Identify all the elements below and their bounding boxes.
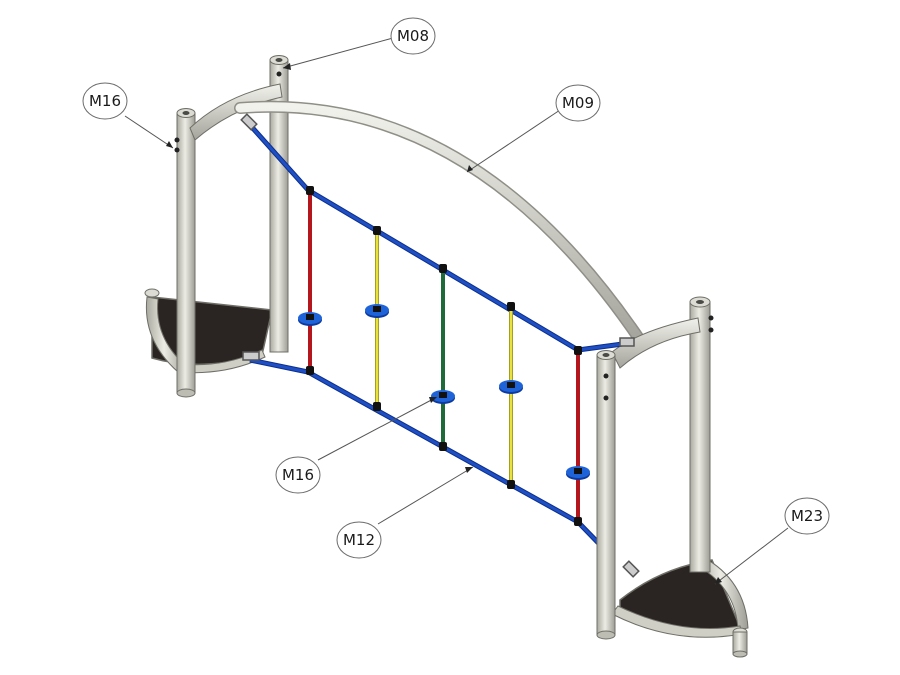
callout-m16-bottom: M16 <box>275 456 321 494</box>
callout-m09-label: M09 <box>562 94 594 112</box>
callout-m23-label: M23 <box>791 507 823 525</box>
rope-net <box>240 113 640 578</box>
right-platform <box>611 556 749 658</box>
callout-m23: M23 <box>784 497 830 535</box>
callout-m12: M12 <box>336 521 382 559</box>
top-arch <box>234 100 646 346</box>
callout-m16-left-label: M16 <box>89 92 121 110</box>
callout-m12-label: M12 <box>343 531 375 549</box>
callout-m08-label: M08 <box>397 27 429 45</box>
leader-lines <box>124 37 789 585</box>
rope-connectors <box>240 113 640 578</box>
step-discs <box>298 304 590 480</box>
left-front-post <box>174 108 196 398</box>
callout-m16-bottom-label: M16 <box>282 466 314 484</box>
callout-m09: M09 <box>555 84 601 122</box>
left-rear-post <box>269 55 289 353</box>
callout-m16-left: M16 <box>82 82 128 120</box>
right-rear-post <box>689 296 714 573</box>
callout-m08: M08 <box>390 17 436 55</box>
right-front-post <box>596 350 616 640</box>
